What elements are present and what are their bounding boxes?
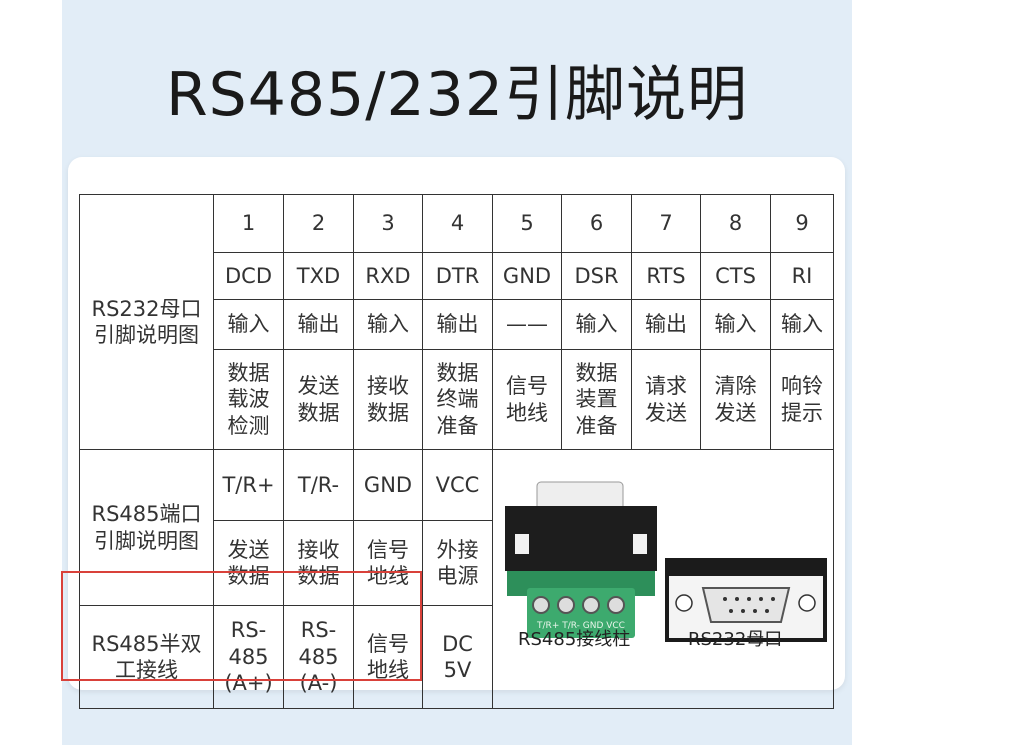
pin-number: 8: [700, 194, 771, 253]
pin-direction: 输出: [631, 299, 701, 350]
rs485-pin: VCC: [422, 448, 493, 522]
page-title: RS485/232引脚说明: [165, 60, 749, 130]
half-duplex-value: DC 5V: [422, 605, 493, 709]
pin-name: DTR: [422, 252, 493, 300]
pin-direction: 输入: [561, 299, 632, 350]
connector-illustration: T/R+ T/R- GND VCC: [505, 481, 827, 643]
half-duplex-value: RS-485 (A+): [213, 605, 284, 709]
rs232-connector-image: [665, 558, 827, 643]
pin-description: 数据 终端 准备: [422, 349, 493, 450]
pin-name: RXD: [353, 252, 423, 300]
pin-direction: ——: [492, 299, 562, 350]
pin-number: 7: [631, 194, 701, 253]
pin-name: CTS: [700, 252, 771, 300]
pin-direction: 输入: [353, 299, 423, 350]
half-duplex-value: RS-485 (A-): [283, 605, 354, 709]
pin-name: TXD: [283, 252, 354, 300]
pin-description: 响铃 提示: [770, 349, 834, 450]
pin-number: 3: [353, 194, 423, 253]
image-captions: RS485接线柱 RS232母口: [493, 625, 833, 651]
pin-number: 9: [770, 194, 834, 253]
pin-description: 清除 发送: [700, 349, 771, 450]
terminal-caption: RS485接线柱: [518, 629, 631, 650]
half-duplex-header: RS485半双 工接线: [79, 605, 214, 709]
pin-description: 请求 发送: [631, 349, 701, 450]
pin-description: 接收 数据: [353, 349, 423, 450]
pin-direction: 输入: [213, 299, 284, 350]
pin-name: RTS: [631, 252, 701, 300]
terminal-labels: T/R+ T/R- GND VCC: [536, 621, 625, 631]
rs485-description: 信号 地线: [353, 520, 423, 607]
pin-number: 6: [561, 194, 632, 253]
pin-number: 4: [422, 194, 493, 253]
pin-number: 1: [213, 194, 284, 253]
pin-description: 数据 载波 检测: [213, 349, 284, 450]
pin-direction: 输出: [422, 299, 493, 350]
connector-images: T/R+ T/R- GND VCC: [492, 449, 834, 709]
pin-description: 数据 装置 准备: [561, 349, 632, 450]
pin-direction: 输入: [700, 299, 771, 350]
pin-direction: 输出: [283, 299, 354, 350]
rs485-header: RS485端口 引脚说明图: [79, 448, 214, 607]
pin-name: DSR: [561, 252, 632, 300]
rs485-terminal-image: T/R+ T/R- GND VCC: [505, 481, 657, 639]
pin-description: 发送 数据: [283, 349, 354, 450]
rs485-pin: T/R+: [213, 448, 284, 522]
half-duplex-value: 信号 地线: [353, 605, 423, 709]
rs485-pin: T/R-: [283, 448, 354, 522]
rs485-pin: GND: [353, 448, 423, 522]
rs485-description: 外接 电源: [422, 520, 493, 607]
pin-description: 信号 地线: [492, 349, 562, 450]
highlight-box: [61, 571, 422, 681]
db9-caption: RS232母口: [688, 629, 783, 650]
rs232-header: RS232母口 引脚说明图: [79, 194, 214, 450]
pin-name: DCD: [213, 252, 284, 300]
pin-name: GND: [492, 252, 562, 300]
pin-number: 2: [283, 194, 354, 253]
pin-table: RS232母口 引脚说明图 1 2 3 4 5 6 7 8 9 DCD TXD …: [79, 194, 834, 709]
pin-direction: 输入: [770, 299, 834, 350]
pin-number: 5: [492, 194, 562, 253]
pin-name: RI: [770, 252, 834, 300]
